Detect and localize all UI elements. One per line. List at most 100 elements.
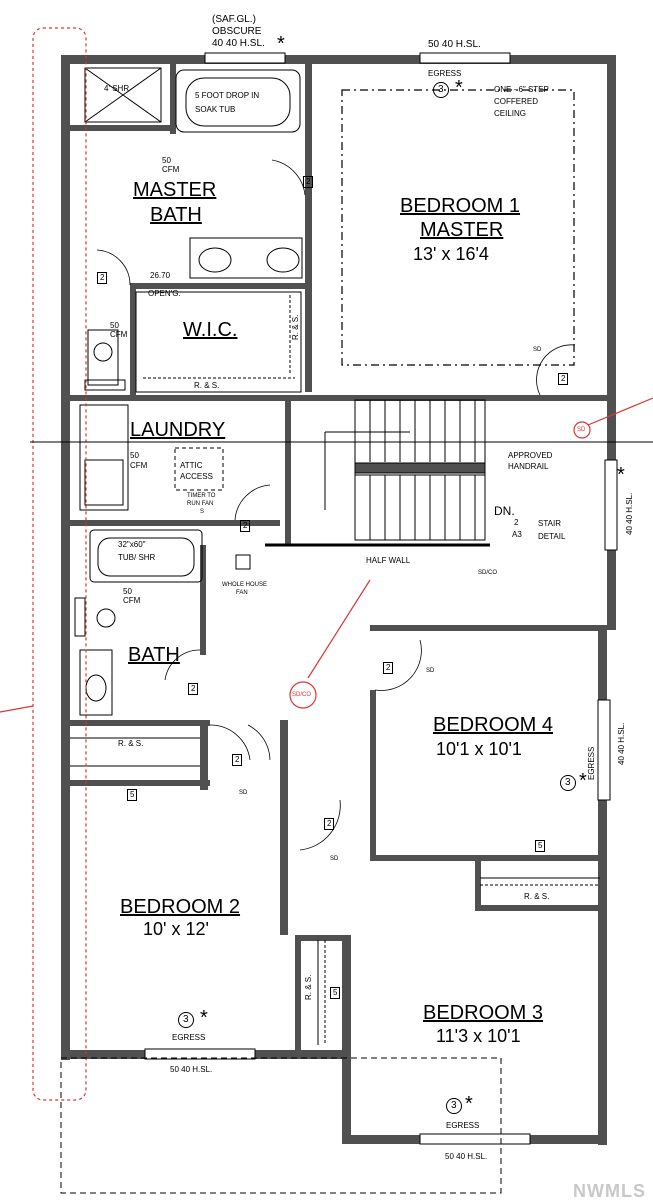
cfm-1a: 50 — [162, 156, 171, 165]
bedroom1-size: 13' x 16'4 — [413, 244, 489, 264]
handrail-2: HANDRAIL — [508, 462, 549, 471]
sd-4: SD — [330, 856, 339, 862]
sd-3: SD — [239, 790, 248, 796]
egress-marker-bed3: 3 — [446, 1098, 462, 1114]
windows — [144, 52, 618, 1145]
stair — [265, 399, 490, 547]
obscure-note-3: 40 40 H.SL. — [212, 38, 265, 49]
rs-bed4: R. & S. — [524, 892, 550, 901]
door-tag: 2 — [97, 272, 108, 284]
interior-walls — [70, 62, 610, 1050]
coffered-note-1: ONE - 6" STEP — [494, 85, 549, 94]
obscure-note-1: (SAF.GL.) — [212, 14, 256, 25]
egress-marker-bed4: 3 — [560, 775, 576, 791]
door-tag: 2 — [383, 662, 394, 674]
exterior-walls — [61, 55, 616, 1145]
door-tag: 2 — [232, 754, 243, 766]
half-wall-label: HALF WALL — [366, 556, 411, 565]
tub-2: TUB/ SHR — [118, 553, 156, 562]
bedroom4-label: BEDROOM 4 — [433, 714, 554, 736]
attic-2: ACCESS — [180, 472, 213, 481]
door-tag: 2 — [240, 520, 251, 532]
cfm-2a: 50 — [110, 321, 119, 330]
wic-label: W.I.C. — [183, 319, 238, 341]
cfm-4a: 50 — [123, 587, 132, 596]
tub-1: 32"x60" — [118, 540, 146, 549]
detail-circle-top: 2 — [514, 518, 519, 527]
dn-label: DN. — [494, 504, 515, 518]
cfm-1b: CFM — [162, 165, 180, 174]
door-tag: 5 — [127, 789, 138, 801]
soak-tub-note-2: SOAK TUB — [195, 105, 236, 114]
bedroom2-label: BEDROOM 2 — [120, 896, 241, 918]
egress-top: EGRESS — [428, 69, 462, 78]
coffered-ceiling-outline — [341, 89, 575, 366]
bottom-window-right: 50 40 H.SL. — [445, 1152, 488, 1161]
rs-bed3-v: R. & S. — [304, 974, 313, 1000]
cfm-3b: CFM — [130, 461, 148, 470]
stair-detail-1: STAIR — [538, 519, 561, 528]
bedroom1-label-1: BEDROOM 1 — [400, 195, 521, 217]
timer-2: RUN FAN — [187, 501, 214, 507]
bedroom2-size: 10' x 12' — [143, 919, 209, 939]
sd-red: SD — [577, 427, 586, 433]
detail-circle-bottom: A3 — [512, 530, 522, 539]
bedroom3-size: 11'3 x 10'1 — [436, 1026, 521, 1046]
rs-wic-v: R. & S. — [291, 314, 300, 340]
asterisk-icon: * — [465, 1093, 473, 1115]
soak-tub-note-1: 5 FOOT DROP IN — [195, 91, 260, 100]
bottom-window-left: 50 40 H.SL. — [170, 1065, 213, 1074]
coffered-note-3: CEILING — [494, 109, 527, 118]
laundry-label: LAUNDRY — [130, 419, 226, 441]
egress-bed2: EGRESS — [172, 1033, 206, 1042]
sd-2: SD — [426, 668, 435, 674]
bath-label: BATH — [128, 644, 180, 666]
cfm-2b: CFM — [110, 330, 128, 339]
fan-1: WHOLE HOUSE — [222, 582, 268, 588]
doors — [96, 159, 576, 851]
sd-1: SD — [533, 347, 542, 353]
right-window-2: 40 40 H.SL. — [617, 722, 626, 765]
opening-2: OPEN'G. — [148, 289, 181, 298]
door-tag: 2 — [188, 683, 199, 695]
coffered-note-2: COFFERED — [494, 97, 538, 106]
timer-1: TIMER TO — [187, 493, 216, 499]
master-bath-label-2: BATH — [150, 204, 202, 226]
asterisk-icon: * — [455, 77, 463, 99]
red-markups — [0, 27, 653, 1101]
egress-marker-top: 3 — [433, 82, 449, 98]
asterisk-icon: * — [617, 464, 625, 486]
right-window-1: 40 40 H.SL. — [625, 492, 634, 535]
asterisk-icon: * — [277, 33, 285, 55]
rs-wic: R. & S. — [194, 381, 220, 390]
sdco-red: SD/CO — [292, 692, 312, 698]
bedroom3-label: BEDROOM 3 — [423, 1002, 544, 1024]
obscure-note-2: OBSCURE — [212, 26, 262, 37]
attic-1: ATTIC — [180, 461, 203, 470]
cfm-3a: 50 — [130, 451, 139, 460]
egress-bed3: EGRESS — [446, 1121, 480, 1130]
rs-bath: R. & S. — [118, 739, 144, 748]
door-tag: 2 — [324, 818, 335, 830]
fixtures — [70, 67, 600, 1045]
dashed-outline — [60, 1057, 502, 1194]
bedroom1-label-2: MASTER — [420, 219, 504, 241]
fan-2: FAN — [236, 590, 248, 596]
door-tag: 5 — [535, 840, 546, 852]
shower-note: 4' SHR — [104, 84, 130, 93]
asterisk-icon: * — [579, 770, 587, 792]
asterisk-icon: * — [200, 1007, 208, 1029]
cfm-4b: CFM — [123, 596, 141, 605]
timer-3: S — [200, 509, 205, 515]
top-window-note: 50 40 H.SL. — [428, 39, 481, 50]
nwmls-watermark: NWMLS — [573, 1181, 646, 1201]
egress-marker-bed2: 3 — [178, 1012, 194, 1028]
sdco-label: SD/CO — [478, 570, 498, 576]
master-bath-label-1: MASTER — [133, 179, 217, 201]
opening-1: 26.70 — [150, 271, 171, 280]
door-tag: 5 — [330, 987, 341, 999]
stair-detail-2: DETAIL — [538, 532, 566, 541]
egress-right: EGRESS — [587, 746, 596, 780]
door-tag: 2 — [558, 373, 569, 385]
